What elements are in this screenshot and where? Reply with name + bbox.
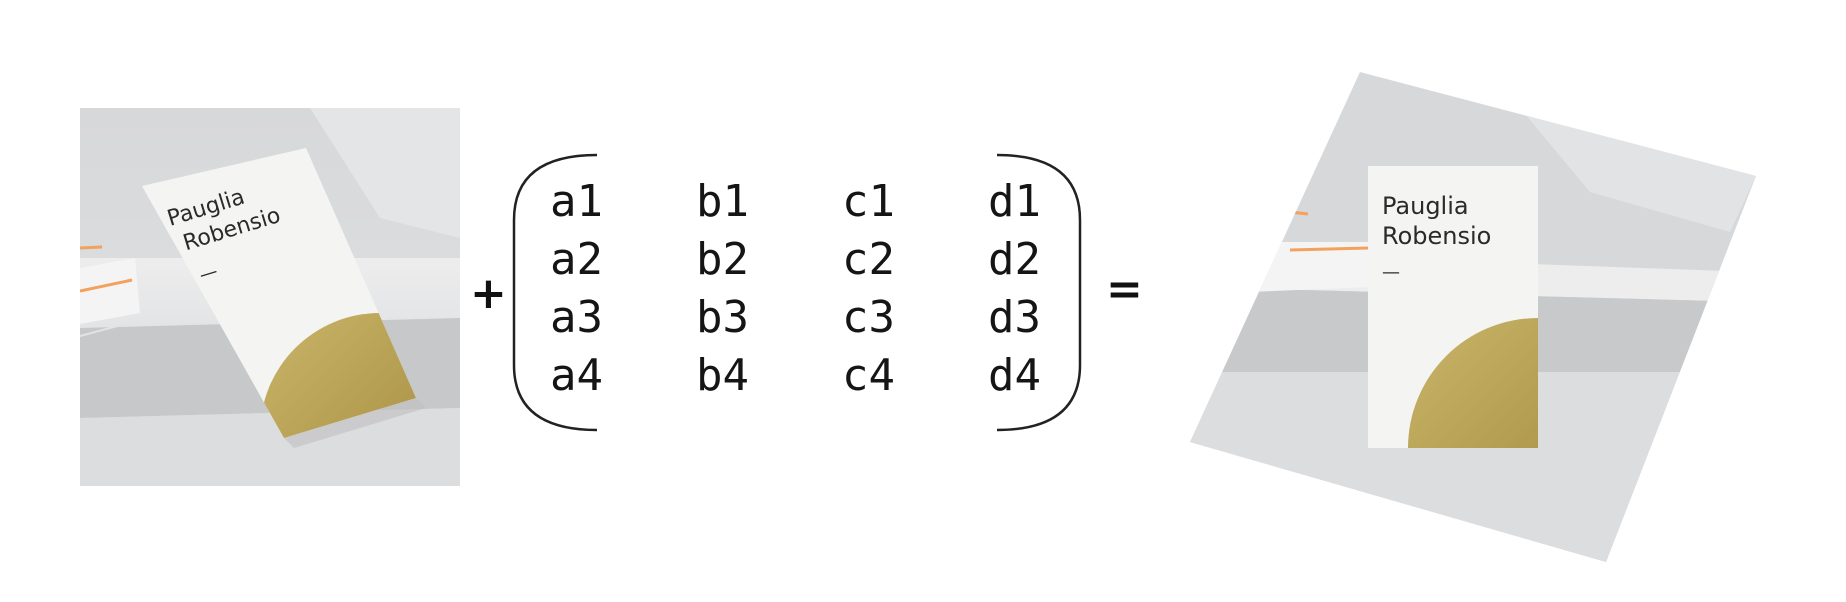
right-bracket [996,153,1082,432]
card-dash: — [1382,262,1400,283]
gold-semicircle [1408,318,1538,448]
matrix-cells: a1 b1 c1 d1 a2 b2 c2 d2 a3 b3 c3 d3 a4 b… [550,180,1050,410]
transformation-matrix: a1 b1 c1 d1 a2 b2 c2 d2 a3 b3 c3 d3 a4 b… [512,150,1082,435]
matrix-cell: c4 [842,350,895,401]
orange-stripe [1289,246,1369,252]
card-stack [1250,242,1370,292]
matrix-brackets [512,153,1082,432]
source-image: Pauglia Robensio — [80,108,460,486]
card-name-line1: Pauglia [1382,192,1469,220]
transformed-image: Pauglia Robensio — [1190,72,1756,562]
plus-operator: + [470,268,507,319]
matrix-cell: b1 [696,176,749,227]
matrix-cell: a2 [550,234,603,285]
matrix-cell: a3 [550,292,603,343]
left-bracket [512,153,598,432]
matrix-cell: a4 [550,350,603,401]
orange-stripe [80,245,103,250]
matrix-cell: b2 [696,234,749,285]
matrix-cell: a1 [550,176,603,227]
matrix-cell: c1 [842,176,895,227]
warped-business-card-photo: Pauglia Robensio — [1190,72,1756,562]
matrix-cell: c3 [842,292,895,343]
matrix-cell: d3 [988,292,1041,343]
matrix-cell: d1 [988,176,1041,227]
orange-stripe [80,278,133,293]
matrix-cell: c2 [842,234,895,285]
card-dash: — [197,261,220,286]
card-stack [80,258,140,324]
matrix-cell: d4 [988,350,1041,401]
business-card-photo: Pauglia Robensio — [80,108,460,486]
matrix-cell: b3 [696,292,749,343]
card-name-line2: Robensio [1382,222,1491,250]
orange-stripe [1289,210,1309,216]
matrix-cell: b4 [696,350,749,401]
equals-operator: = [1106,264,1143,315]
matrix-cell: d2 [988,234,1041,285]
